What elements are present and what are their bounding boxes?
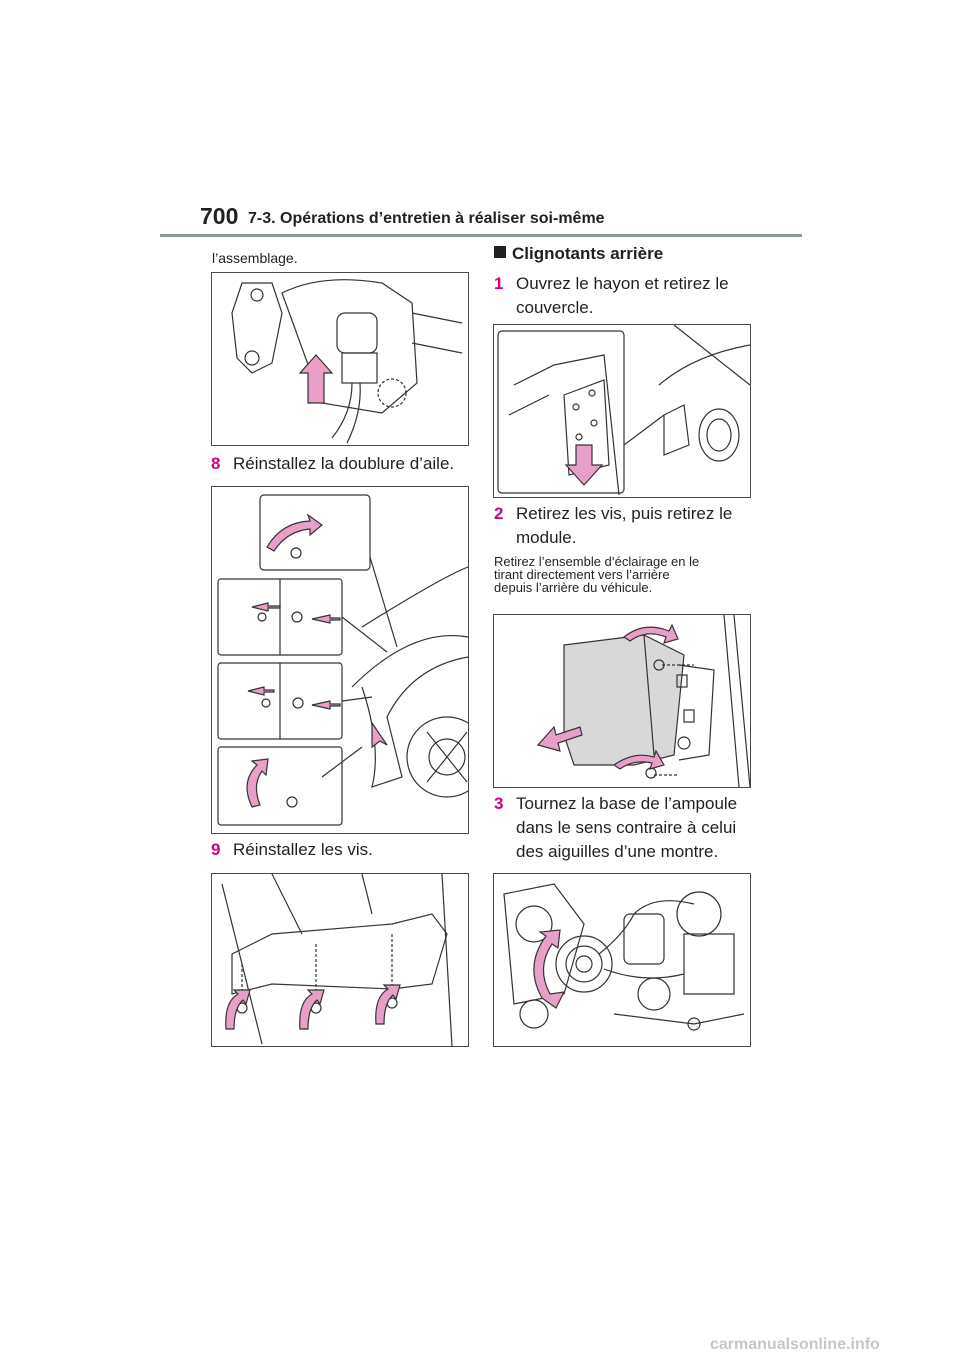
step-3: 3 Tournez la base de l’ampoule dans le sen… bbox=[494, 792, 737, 864]
step-3-text: Tournez la base de l’ampoule dans le sens… bbox=[516, 792, 737, 864]
intro-text: l’assemblage. bbox=[212, 250, 298, 266]
step-2-line-1: Retirez les vis, puis retirez le bbox=[516, 504, 733, 523]
watermark: carmanualsonline.info bbox=[710, 1336, 880, 1353]
step-1: 1 Ouvrez le hayon et retirez le couvercle. bbox=[494, 272, 729, 320]
page-number: 700 bbox=[200, 203, 239, 229]
header-rule bbox=[160, 234, 802, 237]
turn-arrow-icon bbox=[612, 749, 665, 770]
step-2-number: 2 bbox=[494, 504, 504, 523]
step-9-text: Réinstallez les vis. bbox=[233, 840, 373, 859]
turn-arrow-icon bbox=[266, 513, 323, 552]
square-bullet-icon bbox=[494, 246, 506, 258]
bulb-rotation-illustration bbox=[503, 883, 745, 1031]
up-arrow-icon bbox=[298, 354, 334, 404]
figure-module-removal bbox=[493, 614, 751, 788]
note-line-1: Retirez l’ensemble d’éclairage en le bbox=[494, 554, 700, 569]
step-9-number: 9 bbox=[211, 840, 221, 859]
figure-screws bbox=[211, 873, 469, 1047]
section-title: 7-3. Opérations d’entretien à réaliser s… bbox=[248, 210, 605, 227]
step-8-text: Réinstallez la doublure d’aile. bbox=[233, 454, 455, 473]
figure-bulb-rotation bbox=[493, 873, 751, 1047]
section-heading: Clignotants arrière bbox=[494, 244, 663, 264]
step-3-line-3: des aiguilles d’une montre. bbox=[516, 842, 719, 861]
counterclockwise-arrow-icon bbox=[533, 929, 566, 1009]
step-2-line-2: module. bbox=[516, 528, 577, 547]
note-text: Retirez l’ensemble d’éclairage en le tir… bbox=[494, 555, 699, 594]
step-3-line-2: dans le sens contraire à celui bbox=[516, 818, 737, 837]
step-1-line-1: Ouvrez le hayon et retirez le bbox=[516, 274, 729, 293]
step-9: 9 Réinstallez les vis. bbox=[211, 838, 373, 862]
figure-connector-disconnect bbox=[211, 272, 469, 446]
note-line-2: tirant directement vers l’arrière bbox=[494, 567, 670, 582]
turn-arrow-icon bbox=[299, 989, 325, 1030]
left-arrow-icon bbox=[311, 700, 341, 710]
step-1-line-2: couvercle. bbox=[516, 298, 594, 317]
step-2-text: Retirez les vis, puis retirez le module. bbox=[516, 502, 732, 550]
step-1-text: Ouvrez le hayon et retirez le couvercle. bbox=[516, 272, 729, 320]
up-arrow-icon bbox=[371, 721, 388, 749]
left-arrow-icon bbox=[247, 686, 275, 696]
section-heading-text: Clignotants arrière bbox=[512, 244, 664, 263]
step-3-line-1: Tournez la base de l’ampoule bbox=[516, 794, 738, 813]
figure-fender-liner bbox=[211, 486, 469, 834]
figure-cover-removal bbox=[493, 324, 751, 498]
screws-illustration bbox=[221, 874, 453, 1046]
left-arrow-icon bbox=[311, 614, 341, 624]
turn-arrow-icon bbox=[622, 623, 679, 644]
step-8-number: 8 bbox=[211, 454, 221, 473]
turn-arrow-icon bbox=[375, 984, 401, 1025]
note-line-3: depuis l’arrière du véhicule. bbox=[494, 580, 653, 595]
left-arrow-icon bbox=[251, 602, 281, 612]
connector-illustration bbox=[231, 279, 463, 444]
turn-arrow-icon bbox=[225, 989, 251, 1030]
step-1-number: 1 bbox=[494, 274, 504, 293]
turn-arrow-icon bbox=[246, 758, 269, 808]
step-2: 2 Retirez les vis, puis retirez le module. bbox=[494, 502, 732, 550]
step-3-number: 3 bbox=[494, 794, 504, 813]
module-removal-illustration bbox=[536, 615, 750, 787]
cover-removal-illustration bbox=[497, 325, 750, 496]
down-arrow-icon bbox=[564, 444, 604, 486]
fender-liner-illustration bbox=[217, 494, 468, 826]
step-8: 8 Réinstallez la doublure d’aile. bbox=[211, 452, 454, 476]
left-arrow-icon bbox=[536, 725, 583, 752]
